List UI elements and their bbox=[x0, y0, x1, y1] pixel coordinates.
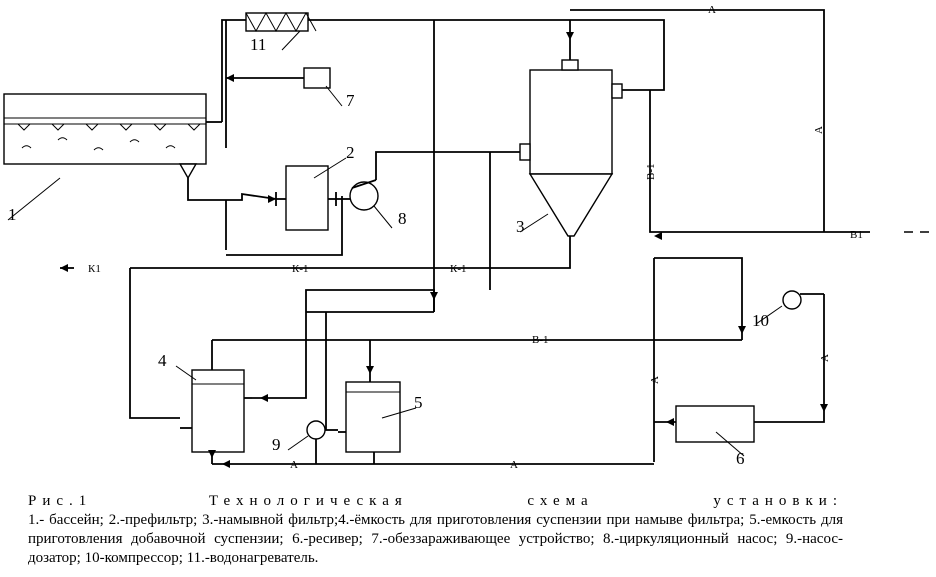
caption-title-line: Рис.1 Технологическая схема установки: bbox=[28, 492, 843, 511]
line-label-k1: К1 bbox=[88, 263, 101, 275]
leader-lines bbox=[7, 30, 783, 457]
label-10: 10 bbox=[752, 311, 769, 330]
line-label-a-bottom-left: А bbox=[290, 459, 298, 471]
precoat-filter-cone bbox=[528, 173, 614, 237]
line-label-a-right: А bbox=[813, 126, 825, 134]
line-label-v1-vertical: В-1 bbox=[645, 164, 657, 181]
precoat-suspension-tank bbox=[180, 369, 252, 464]
label-8: 8 bbox=[398, 209, 407, 228]
precoat-suspension-tank-body bbox=[191, 369, 245, 453]
pool-drain bbox=[178, 163, 198, 180]
pool bbox=[3, 93, 222, 180]
precoat-filter bbox=[519, 44, 623, 237]
figure-number: Рис.1 bbox=[28, 493, 93, 509]
dosing-pump bbox=[306, 420, 326, 440]
precoat-filter-body bbox=[529, 69, 613, 175]
figure-legend: 1.- бассейн; 2.-префильтр; 3.-намывной ф… bbox=[28, 512, 843, 566]
label-6: 6 bbox=[736, 449, 745, 468]
pipelines bbox=[129, 9, 934, 465]
compressor-body bbox=[782, 290, 802, 310]
line-label-b1: B1 bbox=[850, 229, 863, 241]
pool-body bbox=[3, 93, 207, 165]
additional-suspension-tank bbox=[338, 381, 401, 464]
label-5: 5 bbox=[414, 393, 423, 412]
figure-title: Технологическая схема установки: bbox=[208, 493, 843, 509]
disinfection-device bbox=[303, 67, 331, 89]
line-label-a-top: А bbox=[708, 4, 716, 16]
compressor bbox=[782, 290, 824, 310]
receiver bbox=[675, 405, 755, 443]
line-label-v1-horizontal: В-1 bbox=[532, 334, 549, 346]
water-heater bbox=[245, 11, 317, 33]
additional-suspension-tank-body bbox=[345, 381, 401, 453]
label-3: 3 bbox=[516, 217, 525, 236]
label-2: 2 bbox=[346, 143, 355, 162]
figure-caption: Рис.1 Технологическая схема установки: 1… bbox=[28, 492, 843, 568]
line-label-a-compressor: А bbox=[819, 354, 831, 362]
process-flow-diagram: 1 2 3 4 5 6 7 8 9 10 11 А А В-1 B1 К1 К-… bbox=[3, 4, 934, 471]
line-label-kdash1-left: К-1 bbox=[292, 263, 309, 275]
label-4: 4 bbox=[158, 351, 167, 370]
label-11: 11 bbox=[250, 35, 266, 54]
circulation-pump bbox=[349, 181, 379, 211]
line-label-kdash1-right: К-1 bbox=[450, 263, 467, 275]
flow-arrows bbox=[60, 32, 828, 468]
label-7: 7 bbox=[346, 91, 355, 110]
prefilter bbox=[275, 165, 337, 231]
label-9: 9 bbox=[272, 435, 281, 454]
label-1: 1 bbox=[8, 205, 17, 224]
line-label-a-bottom-right: А bbox=[510, 459, 518, 471]
line-label-a-middle: А bbox=[649, 376, 661, 384]
water-heater-body bbox=[245, 12, 309, 32]
prefilter-body bbox=[285, 165, 329, 231]
